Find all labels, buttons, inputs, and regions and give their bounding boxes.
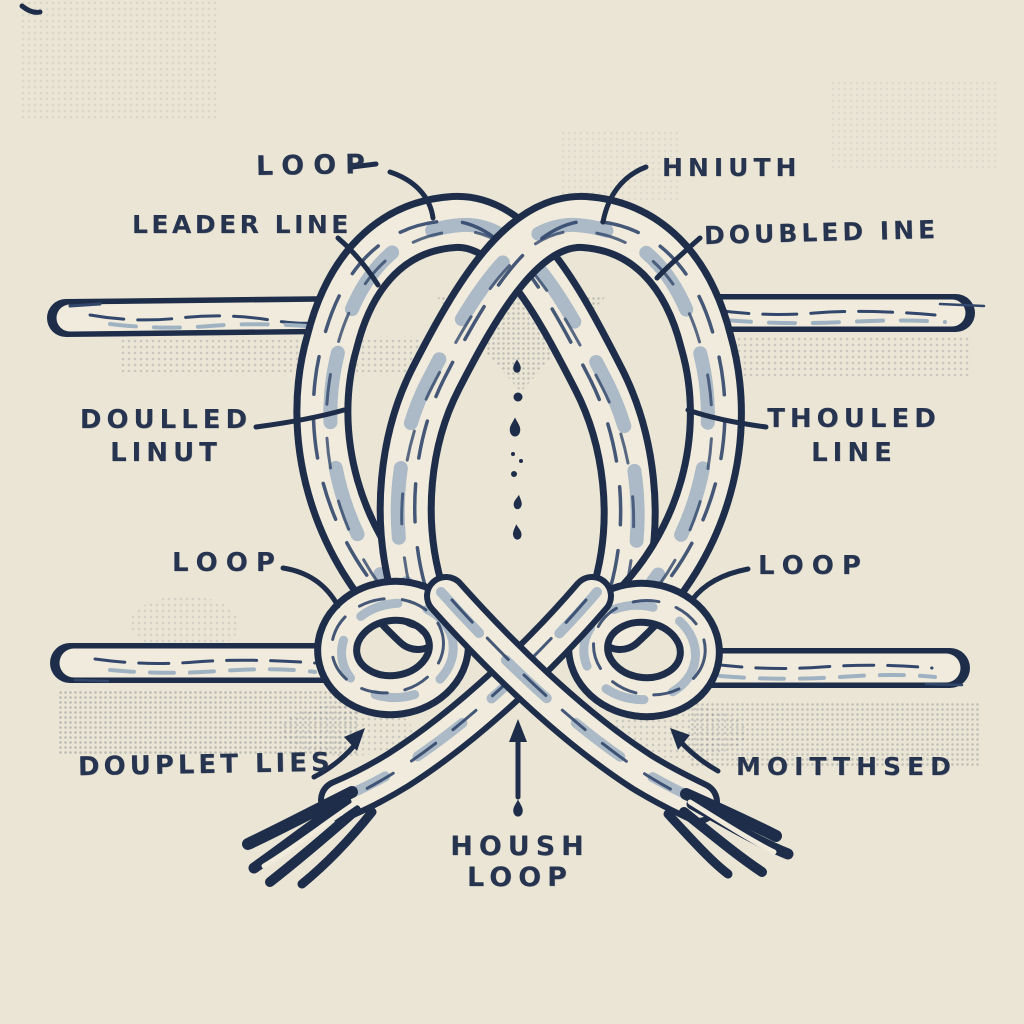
drip-icon bbox=[509, 417, 521, 437]
label-line: LINE bbox=[811, 438, 897, 468]
leader-leader-line bbox=[335, 235, 381, 288]
label-line: LOOP bbox=[467, 862, 573, 893]
label-loop-top: LOOP bbox=[255, 148, 375, 183]
drip-icon bbox=[513, 392, 523, 402]
label-doubled-ine: DOUBLED INE bbox=[703, 214, 940, 251]
leader-doubled-ine bbox=[654, 235, 703, 281]
drip-icon bbox=[511, 523, 523, 541]
leader-loop-top bbox=[387, 169, 436, 221]
rope-lower-right bbox=[676, 648, 970, 688]
leader-loop-top-dash bbox=[349, 161, 379, 170]
rope-lower-left bbox=[50, 643, 356, 683]
frayed-end-left bbox=[242, 786, 377, 889]
arrow-up-left-icon bbox=[670, 728, 721, 774]
leader-lines bbox=[253, 161, 769, 609]
label-housh-loop: HOUSH LOOP bbox=[430, 831, 610, 893]
leader-doulled-linut bbox=[253, 407, 347, 430]
label-loop-left: LOOP bbox=[172, 548, 283, 578]
drip-icon bbox=[513, 494, 523, 510]
arrow-up-icon bbox=[509, 719, 527, 817]
frayed-end-right bbox=[663, 788, 794, 879]
drip-icon bbox=[511, 452, 515, 456]
label-leader-line: LEADER LINE bbox=[132, 210, 352, 239]
label-line: LINUT bbox=[110, 438, 222, 468]
leader-loop-right bbox=[689, 566, 751, 603]
leader-loop-left bbox=[280, 565, 341, 609]
leader-hniuth bbox=[600, 164, 649, 225]
corner-mark bbox=[19, 3, 43, 15]
drip-icon bbox=[511, 471, 517, 477]
label-line: HOUSH bbox=[450, 831, 590, 862]
rope-upper-left bbox=[47, 296, 357, 337]
label-doulled-linut: DOULLED LINUT bbox=[78, 404, 254, 470]
drip-icon bbox=[513, 799, 523, 817]
label-loop-right: LOOP bbox=[758, 551, 869, 581]
label-douplet-lies: DOUPLET LIES bbox=[77, 747, 334, 783]
label-line: DOULLED bbox=[79, 405, 253, 435]
leader-thouled-line bbox=[685, 407, 769, 430]
arrow-up-right-icon bbox=[311, 728, 365, 780]
label-line: THOULED bbox=[767, 404, 941, 434]
label-hniuth: HNIUTH bbox=[662, 153, 802, 182]
drip-icon bbox=[519, 459, 523, 463]
label-moitthsed: MOITTHSED bbox=[736, 752, 957, 781]
drip-icon bbox=[513, 359, 521, 373]
label-thouled-line: THOULED LINE bbox=[766, 402, 942, 470]
rope-upper-right bbox=[681, 294, 986, 332]
water-drips bbox=[509, 359, 523, 541]
